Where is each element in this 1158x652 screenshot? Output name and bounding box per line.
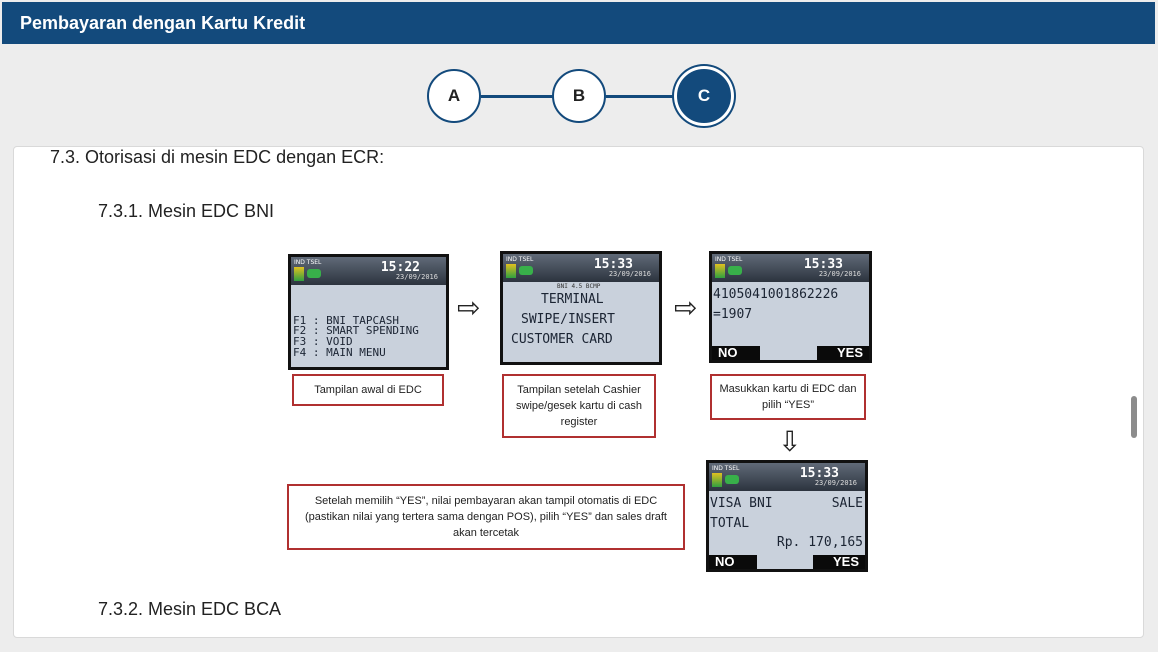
battery-icon: [728, 266, 742, 275]
caption-sale: Setelah memilih “YES”, nilai pembayaran …: [287, 484, 685, 550]
arrow-right-icon: ⇨: [457, 291, 481, 324]
menu-line: F1 : BNI TAPCASH: [293, 314, 399, 327]
clock-time: 15:33: [593, 257, 633, 272]
step-b[interactable]: B: [552, 69, 606, 123]
edc-no-button: NO: [709, 555, 757, 569]
signal-icon: [294, 267, 304, 281]
operator-label: IND TSEL: [294, 259, 322, 266]
signal-icon: [715, 264, 725, 278]
screen-line: CUSTOMER CARD: [511, 332, 613, 347]
edc-version-label: BNI 4.5 BCMP: [557, 283, 601, 290]
menu-line: F4 : MAIN MENU: [293, 346, 386, 359]
step-a[interactable]: A: [427, 69, 481, 123]
stepper-connector: [481, 95, 553, 98]
edc-screen-card: IND TSEL 15:33 23/09/2016 41050410018622…: [709, 251, 872, 363]
stepper: A B C: [0, 0, 1158, 140]
signal-icon: [506, 264, 516, 278]
vertical-scrollbar[interactable]: [1131, 396, 1137, 438]
operator-label: IND TSEL: [506, 256, 534, 263]
clock-date: 23/09/2016: [814, 479, 857, 487]
caption-initial: Tampilan awal di EDC: [292, 374, 444, 406]
content-card: 7.3. Otorisasi di mesin EDC dengan ECR: …: [13, 146, 1144, 638]
signal-icon: [712, 473, 722, 487]
edc-status-bar: IND TSEL 15:33 23/09/2016: [712, 254, 869, 282]
caption-swipe: Tampilan setelah Cashier swipe/gesek kar…: [502, 374, 656, 438]
screen-line: TERMINAL: [541, 292, 604, 307]
page-header: Pembayaran dengan Kartu Kredit: [2, 2, 1155, 44]
edc-screen-sale: IND TSEL 15:33 23/09/2016 VISA BNI SALE …: [706, 460, 868, 572]
edc-yes-button: YES: [817, 346, 869, 360]
clock-time: 15:22: [380, 260, 420, 275]
page-title: Pembayaran dengan Kartu Kredit: [20, 13, 306, 33]
edc-screen-swipe: IND TSEL 15:33 23/09/2016 BNI 4.5 BCMP T…: [500, 251, 662, 365]
battery-icon: [725, 475, 739, 484]
operator-label: IND TSEL: [715, 256, 743, 263]
card-number: 4105041001862226: [713, 287, 839, 302]
menu-line: F3 : VOID: [293, 335, 353, 348]
total-label: TOTAL: [710, 516, 750, 531]
total-amount: Rp. 170,165: [776, 535, 863, 550]
screen-line: SWIPE/INSERT: [521, 312, 615, 327]
edc-status-bar: IND TSEL 15:33 23/09/2016: [503, 254, 659, 282]
edc-no-button: NO: [712, 346, 760, 360]
subsection-heading-bca: 7.3.2. Mesin EDC BCA: [98, 599, 282, 619]
arrow-down-icon: ⇩: [778, 425, 802, 458]
step-c[interactable]: C: [677, 69, 731, 123]
caption-insert-card: Masukkan kartu di EDC dan pilih “YES”: [710, 374, 866, 420]
edc-status-bar: IND TSEL 15:22 23/09/2016: [291, 257, 446, 285]
clock-time: 15:33: [803, 257, 843, 272]
transaction-type: SALE: [831, 496, 863, 511]
edc-status-bar: IND TSEL 15:33 23/09/2016: [709, 463, 865, 491]
clock-date: 23/09/2016: [608, 270, 651, 278]
clock-date: 23/09/2016: [818, 270, 861, 278]
card-expiry: =1907: [713, 307, 753, 322]
operator-label: IND TSEL: [712, 465, 740, 472]
section-heading: 7.3. Otorisasi di mesin EDC dengan ECR:: [50, 147, 385, 167]
battery-icon: [519, 266, 533, 275]
subsection-heading-bni: 7.3.1. Mesin EDC BNI: [98, 201, 275, 221]
menu-line: F2 : SMART SPENDING: [293, 324, 419, 337]
edc-screen-initial: IND TSEL 15:22 23/09/2016 F1 : BNI TAPCA…: [288, 254, 449, 370]
card-type: VISA BNI: [710, 496, 773, 511]
edc-yes-button: YES: [813, 555, 865, 569]
clock-date: 23/09/2016: [395, 273, 438, 281]
stepper-connector: [606, 95, 678, 98]
arrow-right-icon: ⇨: [674, 291, 698, 324]
clock-time: 15:33: [799, 466, 839, 481]
battery-icon: [307, 269, 321, 278]
